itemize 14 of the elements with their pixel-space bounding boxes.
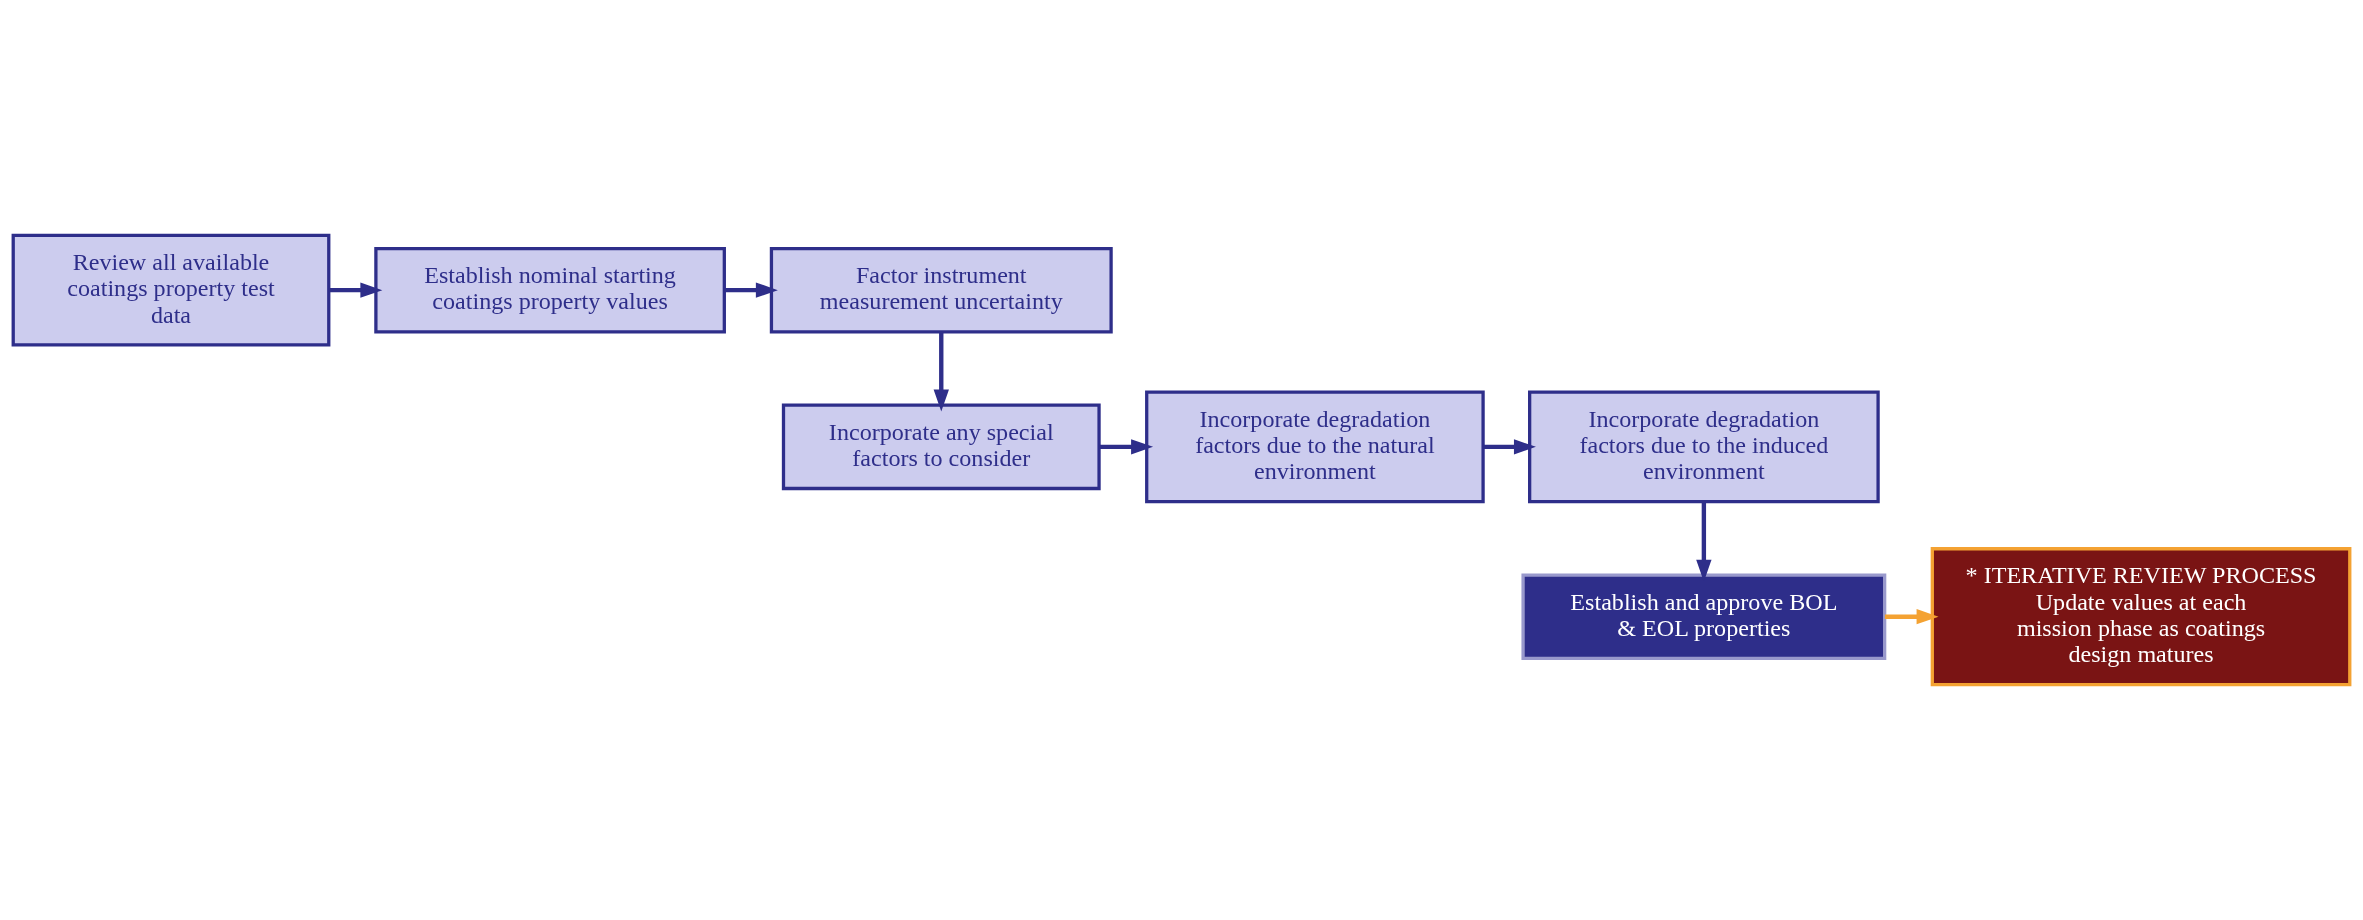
node-box: Review all available coatings property test data	[11, 233, 331, 347]
node-box: Factor instrument measurement uncertainty	[769, 246, 1113, 334]
arrow	[933, 331, 949, 412]
arrow	[329, 282, 383, 298]
arrow	[1884, 609, 1939, 625]
arrow	[1483, 439, 1536, 455]
node-box: Incorporate degradation factors due to the induced environment	[1528, 390, 1880, 504]
node-box: * ITERATIVE REVIEW PROCESS Update values at each mission phase as coatings design matures	[1930, 547, 2352, 687]
node-box: Establish and approve BOL & EOL properties	[1521, 573, 1887, 660]
arrow	[724, 282, 778, 298]
arrow	[1099, 439, 1154, 455]
node-box: Establish nominal starting coatings property values	[374, 246, 726, 334]
node-box: Incorporate any special factors to consider	[781, 403, 1101, 491]
node-box: Incorporate degradation factors due to the natural environment	[1145, 390, 1485, 504]
